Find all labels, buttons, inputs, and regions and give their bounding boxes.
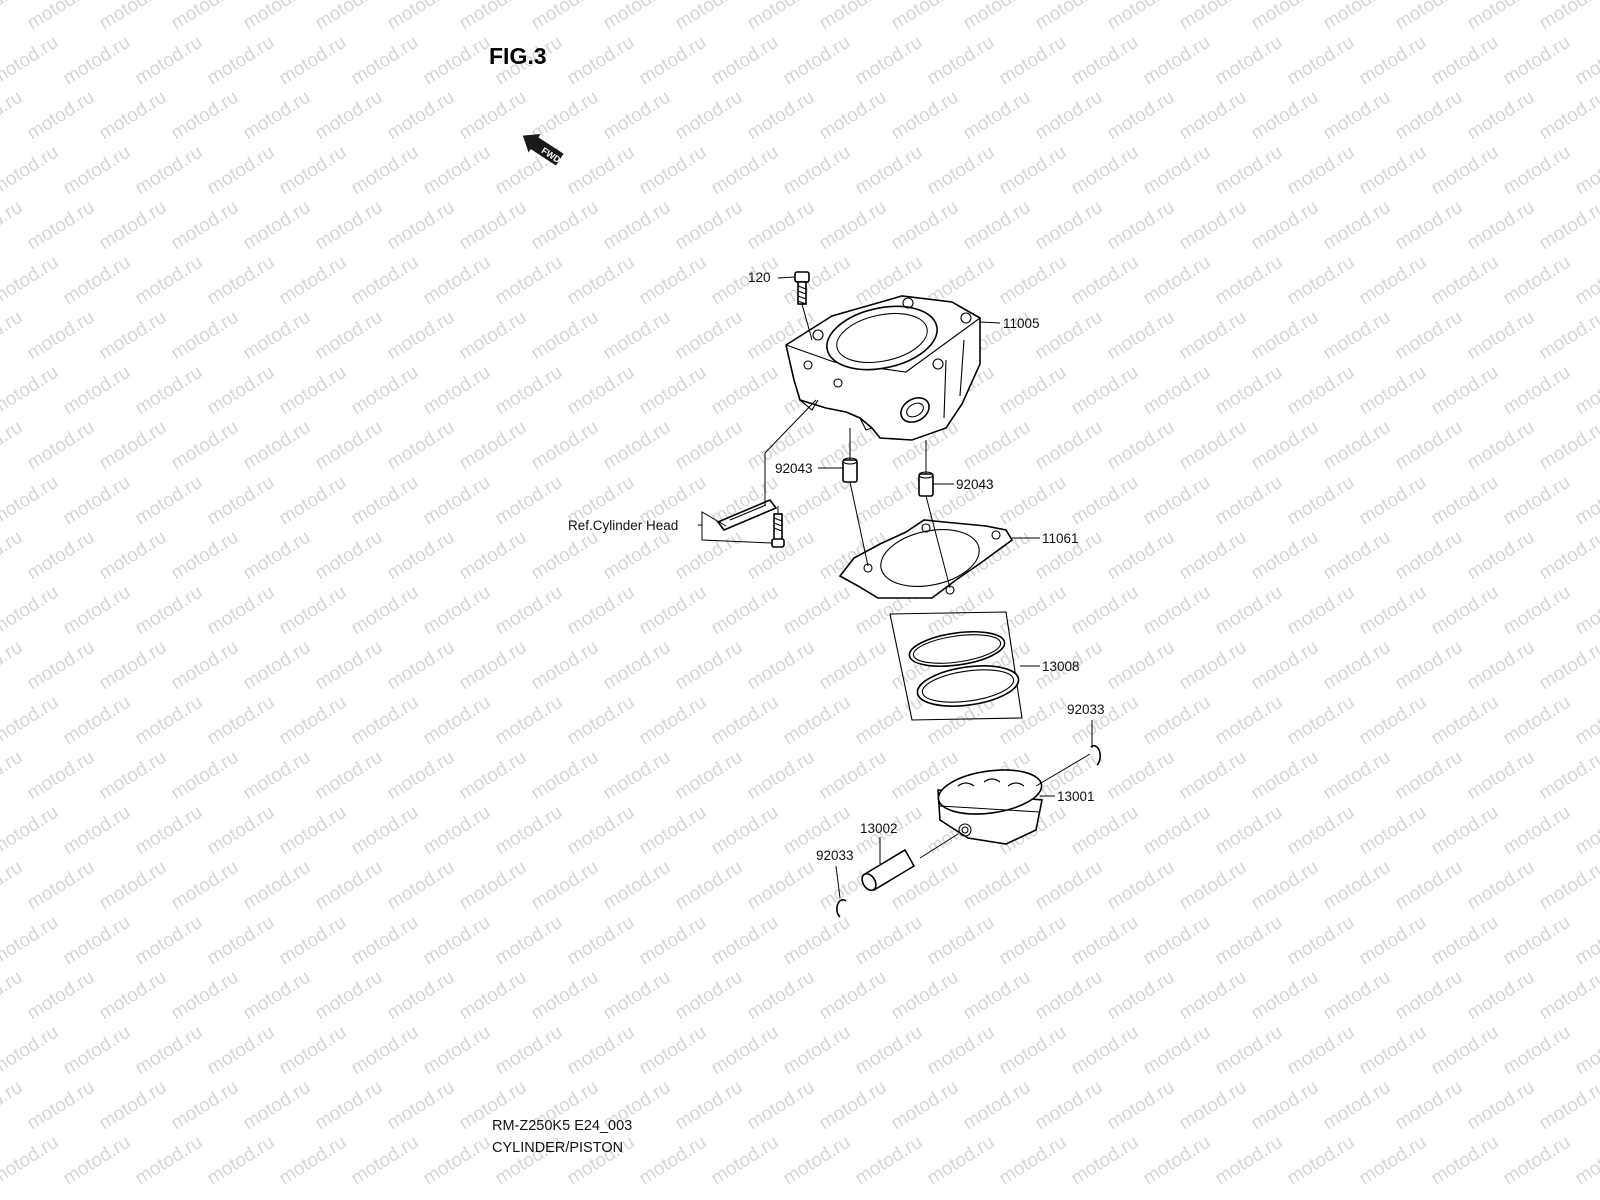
label-92033-right: 92033 bbox=[1067, 702, 1105, 717]
cylinder-base-gasket bbox=[838, 519, 1014, 599]
cylinder-block bbox=[785, 295, 981, 441]
label-92043-left: 92043 bbox=[775, 461, 813, 476]
circlip-left bbox=[836, 899, 847, 918]
label-11005: 11005 bbox=[1003, 316, 1040, 331]
label-ref-cylinder-head: Ref.Cylinder Head bbox=[568, 518, 678, 533]
section-name: CYLINDER/PISTON bbox=[492, 1140, 624, 1156]
label-92033-left: 92033 bbox=[816, 848, 854, 863]
chain-guide bbox=[716, 499, 778, 531]
label-11061: 11061 bbox=[1042, 531, 1079, 546]
piston-ring-set bbox=[889, 611, 1023, 721]
label-13002: 13002 bbox=[860, 821, 898, 836]
dowel-pin-left bbox=[842, 457, 858, 483]
guide-bolt bbox=[771, 513, 785, 548]
circlip-right bbox=[1090, 744, 1101, 766]
piston-pin bbox=[861, 848, 916, 892]
dowel-pin-right bbox=[918, 471, 934, 497]
label-13008: 13008 bbox=[1042, 659, 1080, 674]
piston bbox=[937, 769, 1043, 845]
label-92043-right: 92043 bbox=[956, 477, 994, 492]
forward-arrow-icon: FWD bbox=[522, 134, 564, 166]
cylinder-bolt bbox=[794, 271, 810, 305]
figure-title: FIG.3 bbox=[489, 43, 547, 69]
label-120: 120 bbox=[748, 270, 771, 285]
label-13001: 13001 bbox=[1057, 789, 1095, 804]
leader-lines bbox=[698, 276, 1093, 899]
model-code: RM-Z250K5 E24_003 bbox=[492, 1118, 633, 1134]
